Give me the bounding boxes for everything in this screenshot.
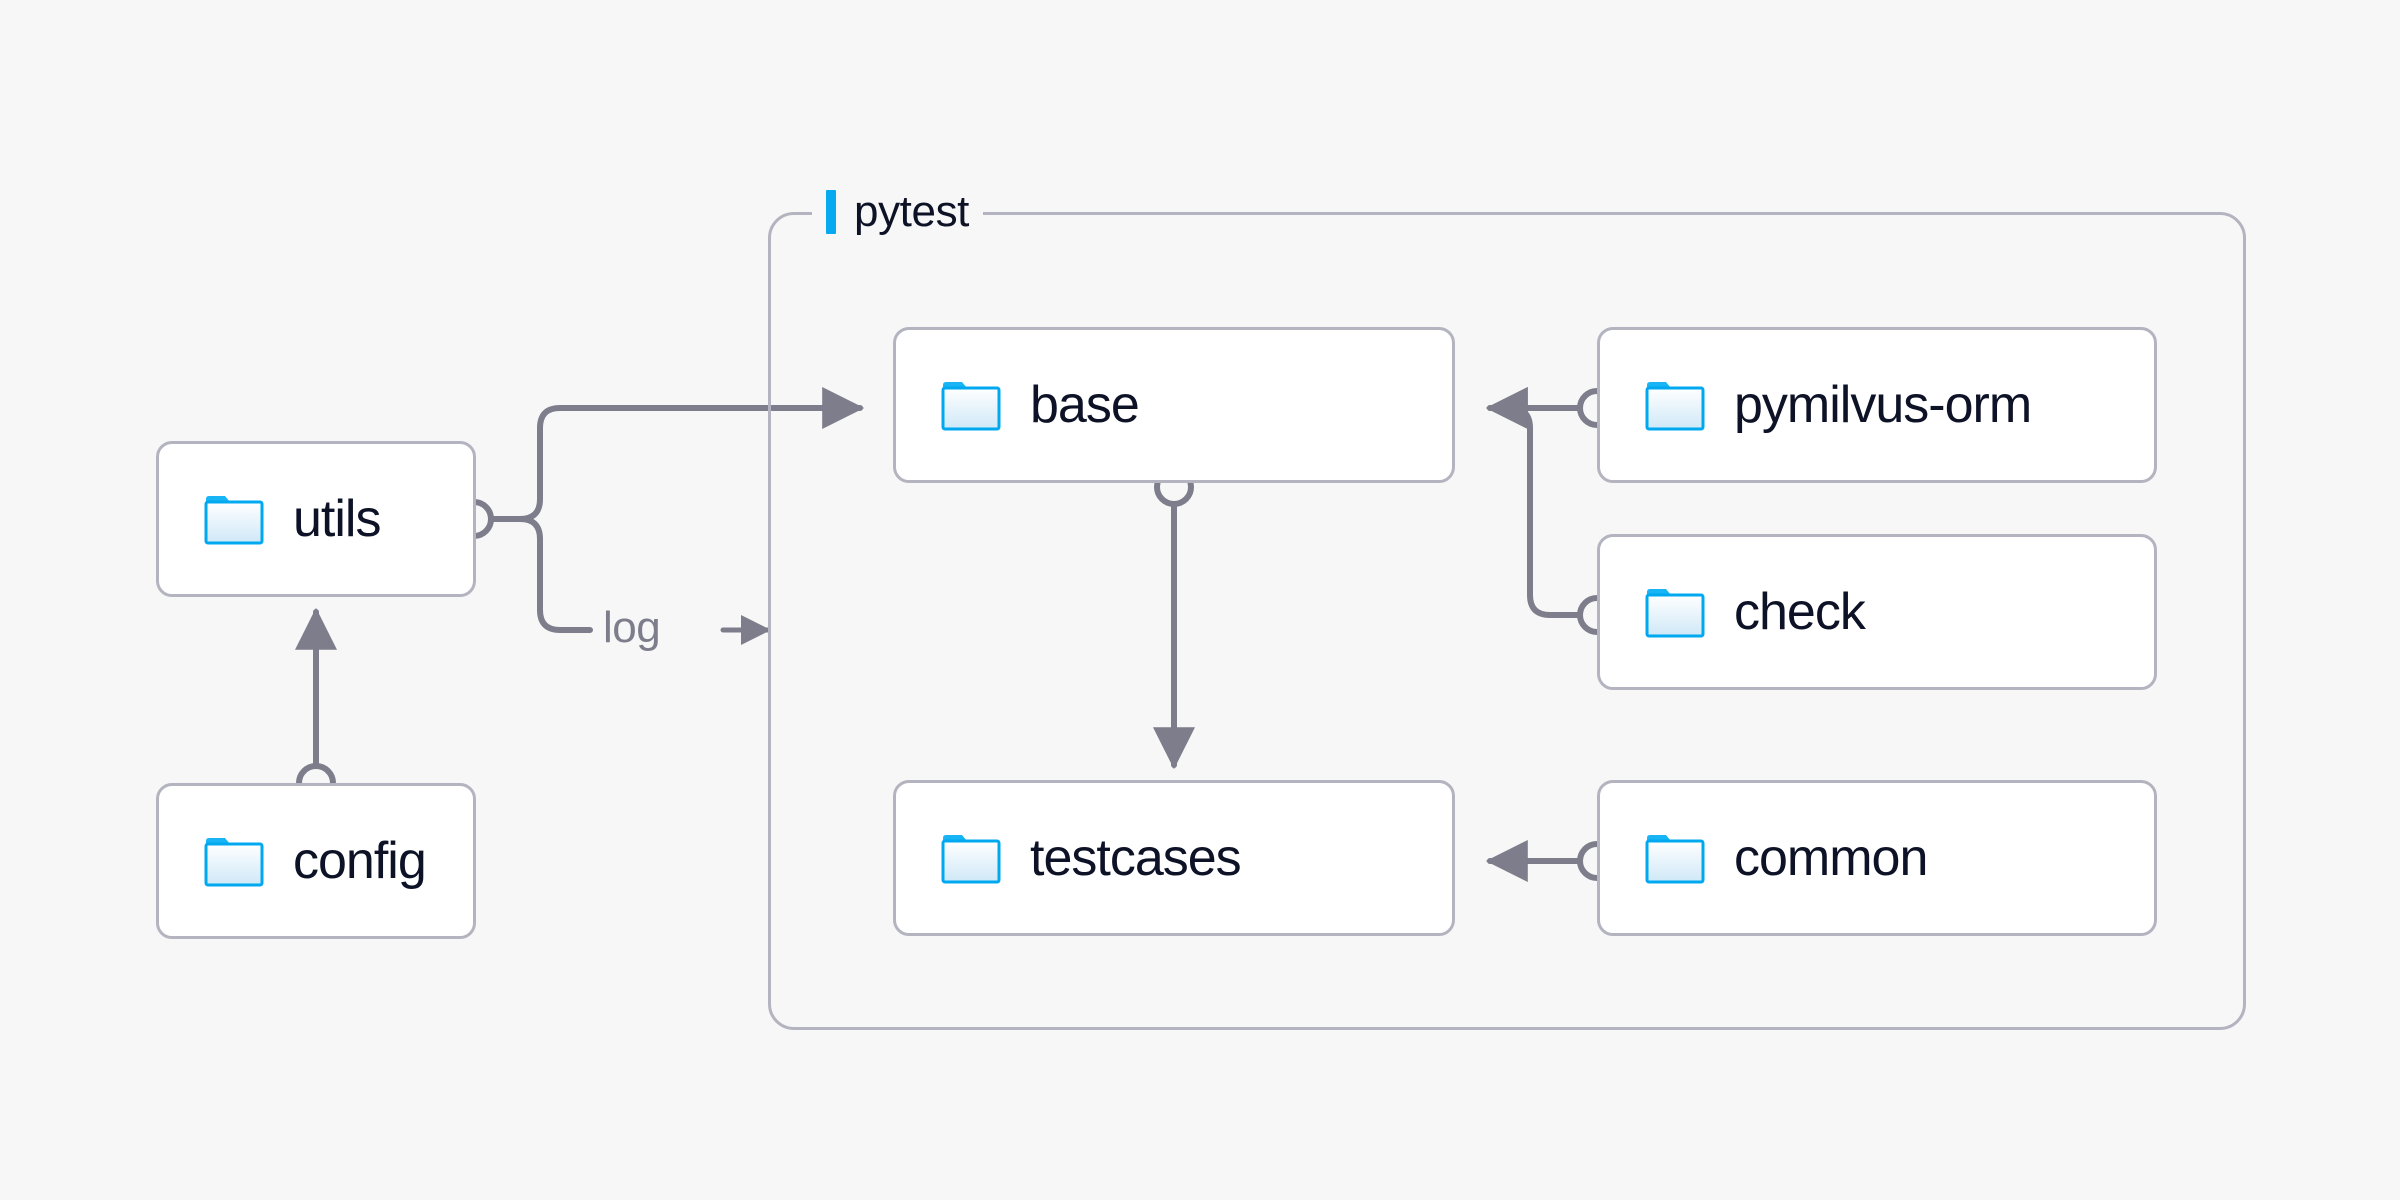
node-label-base: base [1030, 376, 1140, 434]
group-accent-bar [826, 190, 836, 234]
folder-icon [941, 382, 1001, 431]
pytest-group-container[interactable] [768, 212, 2246, 1030]
node-label-check: check [1734, 583, 1866, 641]
node-label-common: common [1734, 829, 1928, 887]
folder-icon [1645, 835, 1705, 884]
node-config[interactable]: config [156, 783, 476, 939]
node-pymilvus-orm[interactable]: pymilvus-orm [1597, 327, 2157, 483]
edge-label-log: log [603, 603, 661, 652]
node-base[interactable]: base [893, 327, 1455, 483]
node-label-utils: utils [293, 490, 381, 548]
node-common[interactable]: common [1597, 780, 2157, 936]
group-label-text: pytest [854, 187, 969, 236]
node-utils[interactable]: utils [156, 441, 476, 597]
node-label-testcases: testcases [1030, 829, 1242, 887]
edge-utils-to-log [487, 516, 593, 633]
node-label-config: config [293, 832, 427, 890]
node-testcases[interactable]: testcases [893, 780, 1455, 936]
folder-icon [941, 835, 1001, 884]
node-check[interactable]: check [1597, 534, 2157, 690]
node-label-pymilvus-orm: pymilvus-orm [1734, 376, 2032, 434]
pytest-group-label: pytest [812, 184, 983, 240]
folder-icon [204, 496, 264, 545]
folder-icon [1645, 589, 1705, 638]
folder-icon [204, 838, 264, 887]
folder-icon [1645, 382, 1705, 431]
